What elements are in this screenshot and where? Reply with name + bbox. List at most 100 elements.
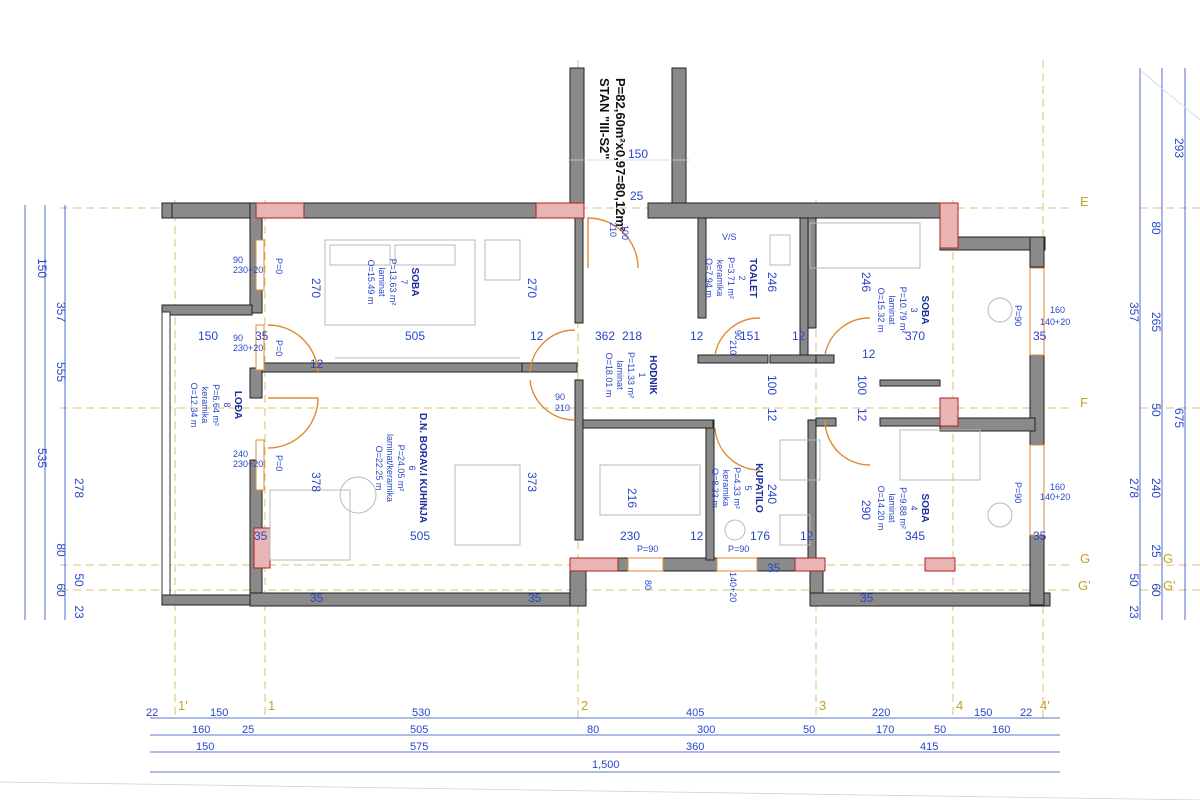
right-dimension-chain: 293 675 80 357 265 50 278 240 25 50 60 2… xyxy=(1127,68,1186,620)
svg-text:laminat/keramika: laminat/keramika xyxy=(385,434,395,502)
axis-2: 2 xyxy=(581,698,588,713)
svg-text:P=13.63 m²: P=13.63 m² xyxy=(388,259,398,306)
svg-text:12: 12 xyxy=(800,529,814,543)
room-kupatilo: KUPATILO 5 P=4.33 m² keramika O=8.33 m xyxy=(710,463,764,513)
svg-text:50: 50 xyxy=(934,724,946,736)
svg-text:160: 160 xyxy=(1050,305,1065,315)
svg-text:246: 246 xyxy=(859,272,873,292)
svg-text:140+20: 140+20 xyxy=(1040,317,1070,327)
svg-text:P=9.88 m²: P=9.88 m² xyxy=(898,487,908,529)
axis-1: 1 xyxy=(268,698,275,713)
svg-text:150: 150 xyxy=(628,147,648,161)
svg-text:370: 370 xyxy=(905,329,925,343)
svg-text:12: 12 xyxy=(862,347,876,361)
svg-text:KUPATILO: KUPATILO xyxy=(753,463,764,513)
svg-text:SOBA: SOBA xyxy=(919,494,930,523)
svg-text:230+20: 230+20 xyxy=(233,459,263,469)
svg-text:TOALET: TOALET xyxy=(747,258,758,298)
svg-text:P=6.64 m²: P=6.64 m² xyxy=(211,384,221,426)
svg-text:35: 35 xyxy=(1033,529,1047,543)
svg-text:P=0: P=0 xyxy=(274,258,284,274)
svg-text:25: 25 xyxy=(630,189,644,203)
svg-text:293: 293 xyxy=(1172,138,1186,158)
svg-text:90: 90 xyxy=(733,330,743,340)
opening-annotations: 90 230+20 P=0 90 230+20 P=0 240 230+20 P… xyxy=(233,255,1070,602)
svg-text:60: 60 xyxy=(54,583,68,597)
svg-text:keramika: keramika xyxy=(715,260,725,297)
svg-text:25: 25 xyxy=(1149,544,1163,558)
svg-text:O=8.33 m: O=8.33 m xyxy=(710,468,720,508)
axis-e: E xyxy=(1080,194,1089,209)
svg-text:100: 100 xyxy=(620,225,630,240)
left-dimension-chain: 150 535 357 555 278 80 50 60 23 xyxy=(24,205,86,620)
room-soba-3: SOBA 3 P=10.79 m² laminat O=15.32 m xyxy=(876,287,930,334)
svg-text:12: 12 xyxy=(765,408,779,422)
svg-text:P=90: P=90 xyxy=(728,544,749,554)
svg-text:P=90: P=90 xyxy=(637,544,658,554)
svg-text:378: 378 xyxy=(309,472,323,492)
svg-text:50: 50 xyxy=(803,724,815,736)
svg-text:278: 278 xyxy=(1127,478,1141,498)
svg-text:P=24.05 m²: P=24.05 m² xyxy=(396,445,406,492)
svg-text:150: 150 xyxy=(35,258,49,278)
svg-text:357: 357 xyxy=(1127,302,1141,322)
svg-text:D.N. BORAV.I KUHINJA: D.N. BORAV.I KUHINJA xyxy=(417,413,428,523)
svg-text:216: 216 xyxy=(625,488,639,508)
svg-text:P=3.71 m²: P=3.71 m² xyxy=(726,257,736,299)
svg-text:laminat: laminat xyxy=(887,493,897,523)
svg-text:7: 7 xyxy=(399,279,409,284)
svg-text:35: 35 xyxy=(255,329,269,343)
svg-text:4: 4 xyxy=(909,505,919,510)
svg-text:300: 300 xyxy=(697,724,715,736)
svg-text:218: 218 xyxy=(622,329,642,343)
svg-text:80: 80 xyxy=(54,543,68,557)
svg-text:230+20: 230+20 xyxy=(233,265,263,275)
svg-text:P=90: P=90 xyxy=(1013,305,1023,326)
room-toalet: TOALET 2 P=3.71 m² keramika O=7.94 m xyxy=(704,257,758,299)
svg-text:575: 575 xyxy=(410,741,428,753)
svg-text:23: 23 xyxy=(72,605,86,619)
svg-text:23: 23 xyxy=(1127,605,1141,619)
svg-text:SOBA: SOBA xyxy=(919,296,930,325)
axis-3: 3 xyxy=(819,698,826,713)
svg-text:O=12.34 m: O=12.34 m xyxy=(189,383,199,428)
svg-text:P=90: P=90 xyxy=(1013,482,1023,503)
axis-labels: E F G G' G G' 1' 1 2 3 4 4' xyxy=(178,194,1176,713)
svg-text:530: 530 xyxy=(412,707,430,719)
interior-dimensions: 150 25 100 210 270 270 246 246 35 505 12… xyxy=(198,147,1047,605)
svg-text:535: 535 xyxy=(35,448,49,468)
svg-text:50: 50 xyxy=(1127,573,1141,587)
room-loda: LOĐA 8 P=6.64 m² keramika O=12.34 m xyxy=(189,383,243,428)
svg-text:P=0: P=0 xyxy=(274,340,284,356)
svg-text:keramika: keramika xyxy=(721,470,731,507)
svg-text:176: 176 xyxy=(750,529,770,543)
svg-text:35: 35 xyxy=(860,591,874,605)
svg-text:3: 3 xyxy=(909,307,919,312)
svg-text:O=15.32 m: O=15.32 m xyxy=(876,288,886,333)
room-soba-4: SOBA 4 P=9.88 m² laminat O=14.20 m xyxy=(876,486,930,531)
svg-text:O=22.25 m: O=22.25 m xyxy=(374,446,384,491)
svg-text:P=11.33 m²: P=11.33 m² xyxy=(626,352,636,398)
svg-text:240: 240 xyxy=(765,484,779,504)
svg-text:415: 415 xyxy=(920,741,938,753)
decor-line xyxy=(1139,69,1200,121)
svg-text:12: 12 xyxy=(310,357,324,371)
axis-f: F xyxy=(1080,395,1088,410)
axis-g-prime: G' xyxy=(1078,578,1091,593)
apartment-name: STAN "III-S2" xyxy=(597,78,612,159)
bottom-dimension-chains: 22 150 530 405 220 150 22 160 25 505 80 … xyxy=(146,707,1060,773)
svg-text:50: 50 xyxy=(72,573,86,587)
svg-text:150: 150 xyxy=(210,707,228,719)
svg-text:240: 240 xyxy=(1149,478,1163,498)
svg-text:405: 405 xyxy=(686,707,704,719)
svg-text:230+20: 230+20 xyxy=(233,343,263,353)
svg-text:12: 12 xyxy=(530,329,544,343)
svg-text:170: 170 xyxy=(876,724,894,736)
svg-text:675: 675 xyxy=(1172,408,1186,428)
svg-text:P=0: P=0 xyxy=(274,455,284,471)
svg-text:210: 210 xyxy=(608,222,618,237)
svg-text:O=18.01 m: O=18.01 m xyxy=(604,353,614,398)
svg-text:160: 160 xyxy=(192,724,210,736)
svg-text:2: 2 xyxy=(737,275,747,280)
svg-text:505: 505 xyxy=(410,529,430,543)
